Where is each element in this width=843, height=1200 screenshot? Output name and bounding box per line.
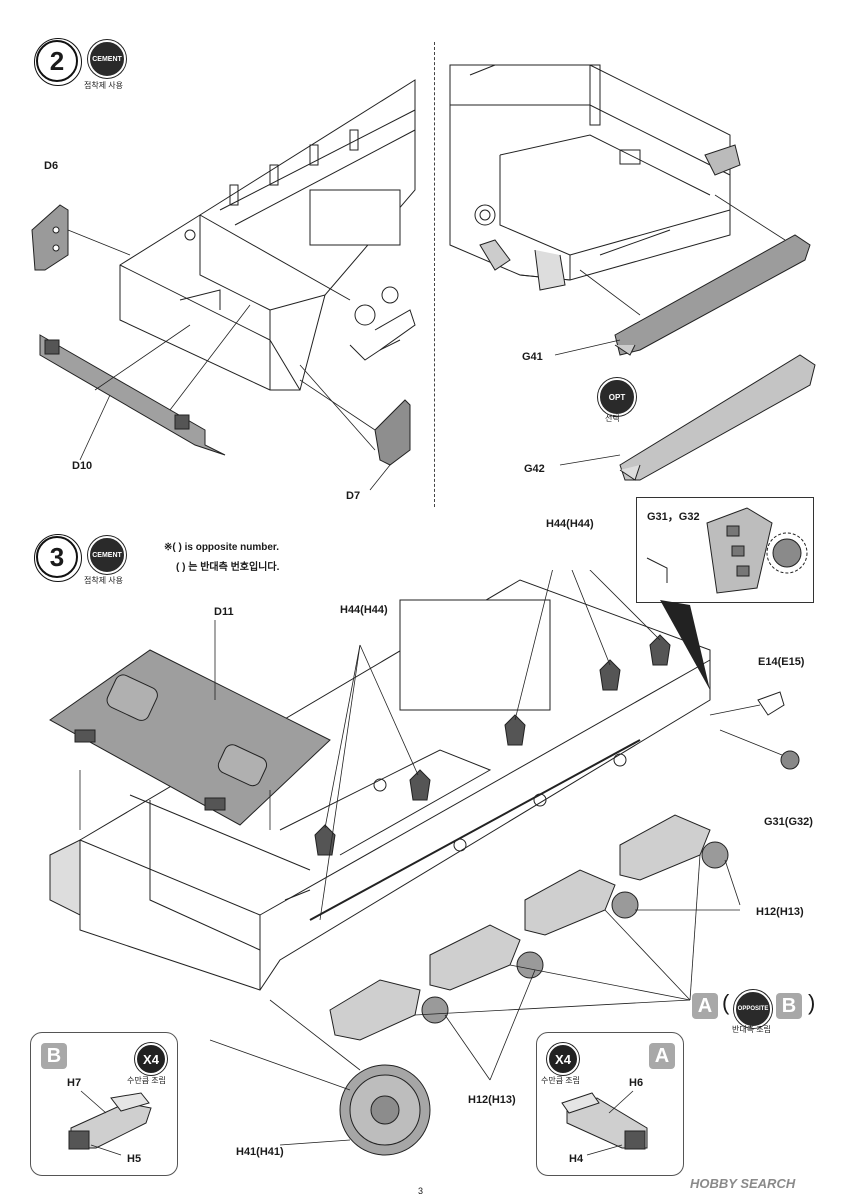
part-h44-label-right: H44(H44): [546, 518, 594, 530]
part-h41-label: H41(H41): [236, 1146, 284, 1158]
part-d10-label: D10: [72, 460, 93, 472]
cement-note-step3: 접착제 사용: [84, 576, 124, 585]
inset-a-tag: A: [649, 1043, 675, 1069]
part-d6-label: D6: [44, 160, 59, 172]
inset-a-panel: X4 수만큼 조립 A H6 H4: [536, 1032, 684, 1176]
opt-badge: OPT: [598, 378, 636, 416]
part-h44-label-left: H44(H44): [340, 604, 388, 616]
part-h12-label-right: H12(H13): [756, 906, 804, 918]
assembly-b-tag: B: [776, 993, 802, 1019]
step-3-number: 3: [34, 534, 82, 582]
inset-b-count-note: 수만큼 조립: [127, 1076, 167, 1085]
part-h6-label: H6: [629, 1077, 644, 1089]
opt-note: 선택: [605, 414, 620, 423]
page-number: 3: [418, 1186, 424, 1196]
paren-close: ): [808, 990, 816, 1015]
cement-badge: CEMENT: [88, 40, 126, 78]
opposite-note: 반대측 조립: [732, 1025, 772, 1034]
assembly-a-tag: A: [692, 993, 718, 1019]
opposite-badge: OPPOSITE: [734, 990, 772, 1028]
inset-b-panel: B X4 수만큼 조립 H7 H5: [30, 1032, 178, 1176]
part-h7-label: H7: [67, 1077, 82, 1089]
part-g41-label: G41: [522, 351, 543, 363]
g31-detail-drawing: [646, 507, 808, 594]
paren-open: (: [722, 990, 730, 1015]
step-divider: [434, 42, 435, 507]
suspension-assembly-drawing: [49, 570, 800, 1156]
cement-badge-step3: CEMENT: [88, 536, 126, 574]
part-h5-label: H5: [127, 1153, 142, 1165]
inset-a-count-badge: X4: [547, 1043, 579, 1075]
opposite-number-note-kr: ( ) 는 반대측 번호입니다.: [176, 562, 280, 573]
part-e14-label: E14(E15): [758, 656, 805, 668]
part-h4-label: H4: [569, 1153, 584, 1165]
part-g42-label: G42: [524, 463, 545, 475]
inset-a-drawing: [561, 1090, 648, 1156]
cement-note: 접착제 사용: [84, 81, 124, 90]
hull-rear-drawing: [31, 79, 416, 491]
opposite-number-note-en: ※( ) is opposite number.: [164, 542, 280, 553]
hull-front-drawing: [449, 64, 816, 481]
watermark: HOBBY SEARCH: [690, 1176, 796, 1191]
part-g31-g32-label: G31，G32: [647, 511, 700, 523]
part-h12-label-bottom: H12(H13): [468, 1094, 516, 1106]
inset-b-count-badge: X4: [135, 1043, 167, 1075]
part-d11-label: D11: [214, 606, 234, 618]
part-d7-label: D7: [346, 490, 361, 502]
inset-b-drawing: [68, 1090, 152, 1156]
part-g31-label: G31(G32): [764, 816, 813, 828]
g31-detail-inset: G31，G32: [636, 497, 814, 603]
inset-b-tag: B: [41, 1043, 67, 1069]
step-2-number: 2: [34, 38, 82, 86]
inset-a-count-note: 수만큼 조립: [541, 1076, 581, 1085]
